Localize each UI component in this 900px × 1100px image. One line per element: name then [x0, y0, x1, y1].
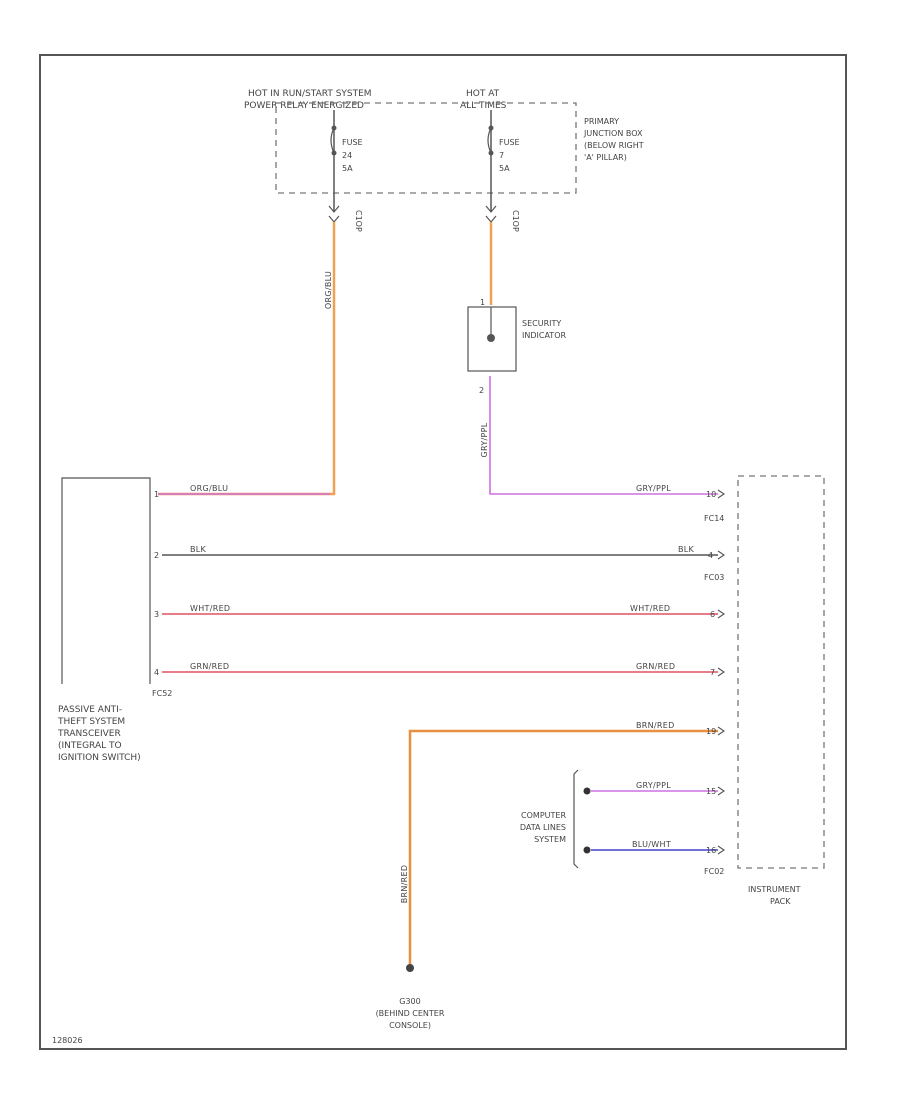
wire-blu-wht-label: BLU/WHT [632, 840, 671, 849]
instrument-pin-7: 7 [710, 668, 715, 677]
wire-brn-vertical-label: BRN/RED [400, 865, 409, 904]
transceiver-line4: (INTEGRAL TO [58, 741, 122, 751]
diagram-id: 128026 [52, 1036, 83, 1045]
junction-box-line3: (BELOW RIGHT [584, 141, 644, 150]
transceiver-line5: IGNITION SWITCH) [58, 753, 141, 763]
transceiver-connector-label: FC52 [152, 689, 172, 698]
wire-brn-red-label: BRN/RED [636, 721, 675, 730]
fuse-left-number: 24 [342, 151, 352, 160]
ground-line1: G300 [399, 997, 420, 1006]
connector-fc03-label: FC03 [704, 573, 724, 582]
transceiver-body [61, 477, 151, 684]
junction-box-outline [275, 102, 577, 194]
data-line-node-2-icon [583, 846, 591, 854]
fuse-right-name: FUSE [499, 138, 520, 147]
wire-gry-ppl-lower-label: GRY/PPL [636, 781, 671, 790]
instrument-pack-line1: INSTRUMENT [748, 885, 801, 894]
fuse-left-name: FUSE [342, 138, 363, 147]
transceiver-pin-1: 1 [154, 490, 159, 499]
connector-c1op-right-label: C1OP [511, 210, 520, 232]
transceiver-line3: TRANSCEIVER [57, 729, 121, 739]
ground-line3: CONSOLE) [389, 1021, 431, 1030]
security-indicator-line1: SECURITY [522, 319, 561, 328]
source-all-times-line2: ALL TIMES [460, 101, 507, 111]
wire-wht-red-right-label: WHT/RED [630, 604, 670, 613]
instrument-pin-19: 19 [706, 727, 716, 736]
connector-c1op-left-label: C1OP [354, 210, 363, 232]
data-lines-line3: SYSTEM [534, 835, 566, 844]
source-run-start-line1: HOT IN RUN/START SYSTEM [248, 89, 372, 99]
wire-gry-ppl [489, 376, 718, 495]
ground-line2: (BEHIND CENTER [376, 1009, 445, 1018]
wire-blk-left-label: BLK [190, 545, 207, 554]
instrument-pin-10: 10 [706, 490, 716, 499]
transceiver-pin-4: 4 [154, 668, 159, 677]
transceiver-pin-3: 3 [154, 610, 159, 619]
fuse-right [487, 110, 494, 190]
instrument-pin-4: 4 [708, 551, 713, 560]
diagram-frame [39, 54, 847, 1050]
ground-point-icon [406, 964, 414, 972]
instrument-pin-16: 16 [706, 846, 716, 855]
connector-fc14-label: FC14 [704, 514, 724, 523]
transceiver-line1: PASSIVE ANTI- [58, 705, 122, 715]
wire-org-blu-label: ORG/BLU [190, 484, 228, 493]
wire-blk-right-label: BLK [678, 545, 695, 554]
security-indicator-line2: INDICATOR [522, 331, 566, 340]
fuse-right-rating: 5A [499, 164, 510, 173]
instrument-pack-line2: PACK [770, 897, 791, 906]
security-indicator-pin-bottom: 2 [479, 386, 484, 395]
data-lines-bracket [573, 769, 579, 869]
security-indicator-pin-top: 1 [480, 298, 485, 307]
instrument-pin-15: 15 [706, 787, 716, 796]
data-line-node-1-icon [583, 787, 591, 795]
wire-wht-red-left-label: WHT/RED [190, 604, 230, 613]
fuse-left [330, 110, 337, 190]
wire-grn-red-left-label: GRN/RED [190, 662, 229, 671]
security-indicator-lamp-icon [487, 334, 495, 342]
junction-box-line2: JUNCTION BOX [583, 129, 643, 138]
fuse-left-rating: 5A [342, 164, 353, 173]
fuse-right-number: 7 [499, 151, 504, 160]
security-indicator-box [467, 306, 517, 372]
wire-gry-ppl-vertical-label: GRY/PPL [480, 422, 489, 457]
instrument-pin-arrows [717, 489, 725, 855]
transceiver-line2: THEFT SYSTEM [57, 717, 125, 727]
connector-c1op-right [485, 190, 497, 223]
wire-grn-red-right-label: GRN/RED [636, 662, 675, 671]
wire-org-blu-vertical-label: ORG/BLU [324, 271, 333, 309]
instrument-pin-6: 6 [710, 610, 715, 619]
junction-box-line1: PRIMARY [584, 117, 619, 126]
transceiver-pin-2: 2 [154, 551, 159, 560]
instrument-pack-outline [737, 475, 825, 869]
connector-c1op-left [328, 190, 340, 223]
wire-gry-ppl-upper-label: GRY/PPL [636, 484, 671, 493]
wire-org-blu [158, 222, 336, 496]
source-all-times-line1: HOT AT [466, 89, 500, 99]
source-run-start-line2: POWER RELAY ENERGIZED [244, 101, 364, 111]
wire-brn-red [408, 729, 718, 965]
junction-box-line4: 'A' PILLAR) [584, 153, 627, 162]
connector-fc02-label: FC02 [704, 867, 724, 876]
data-lines-line1: COMPUTER [521, 811, 566, 820]
data-lines-line2: DATA LINES [520, 823, 566, 832]
